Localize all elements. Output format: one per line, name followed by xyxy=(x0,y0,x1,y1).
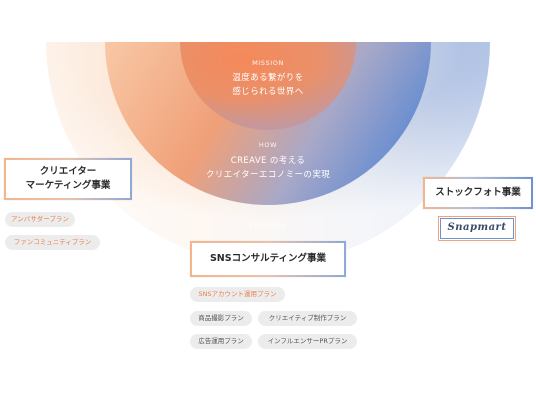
mission-text: 温度ある繋がりを 感じられる世界へ xyxy=(208,71,328,99)
creator-marketing-line: クリエイター xyxy=(39,166,97,177)
plan-pill: クリエイティブ制作プラン xyxy=(258,311,357,326)
how-line: CREAVE の考える xyxy=(230,156,306,166)
sns-consulting-box: SNSコンサルティング事業 xyxy=(190,241,346,277)
stock-photo-label: ストックフォト事業 xyxy=(435,187,521,198)
stock-photo-box: ストックフォト事業 xyxy=(423,177,533,209)
how-line: クリエイターエコノミーの実現 xyxy=(205,170,331,180)
how-text: CREAVE の考える クリエイターエコノミーの実現 xyxy=(188,154,348,182)
mission-line: 温度ある繋がりを xyxy=(232,73,304,83)
plan-pill: 広告運用プラン xyxy=(190,334,252,349)
snapmart-logo: Snapmart xyxy=(438,216,516,241)
mission-title: MISSION xyxy=(252,59,284,67)
mission-line: 感じられる世界へ xyxy=(232,87,304,97)
mission-arc xyxy=(180,42,356,130)
plan-pill: インフルエンサーPRプラン xyxy=(258,334,357,349)
creator-marketing-line: マーケティング事業 xyxy=(25,180,111,191)
how-title: HOW xyxy=(258,141,278,149)
business-title: BUSINESS xyxy=(249,222,287,230)
plan-pill: ファンコミュニティプラン xyxy=(5,235,100,250)
plan-pill: アンバサダープラン xyxy=(5,212,75,227)
creator-marketing-box: クリエイター マーケティング事業 xyxy=(4,158,132,200)
sns-consulting-label: SNSコンサルティング事業 xyxy=(209,253,327,264)
plan-pill: SNSアカウント運用プラン xyxy=(190,287,285,302)
plan-pill: 商品撮影プラン xyxy=(190,311,252,326)
